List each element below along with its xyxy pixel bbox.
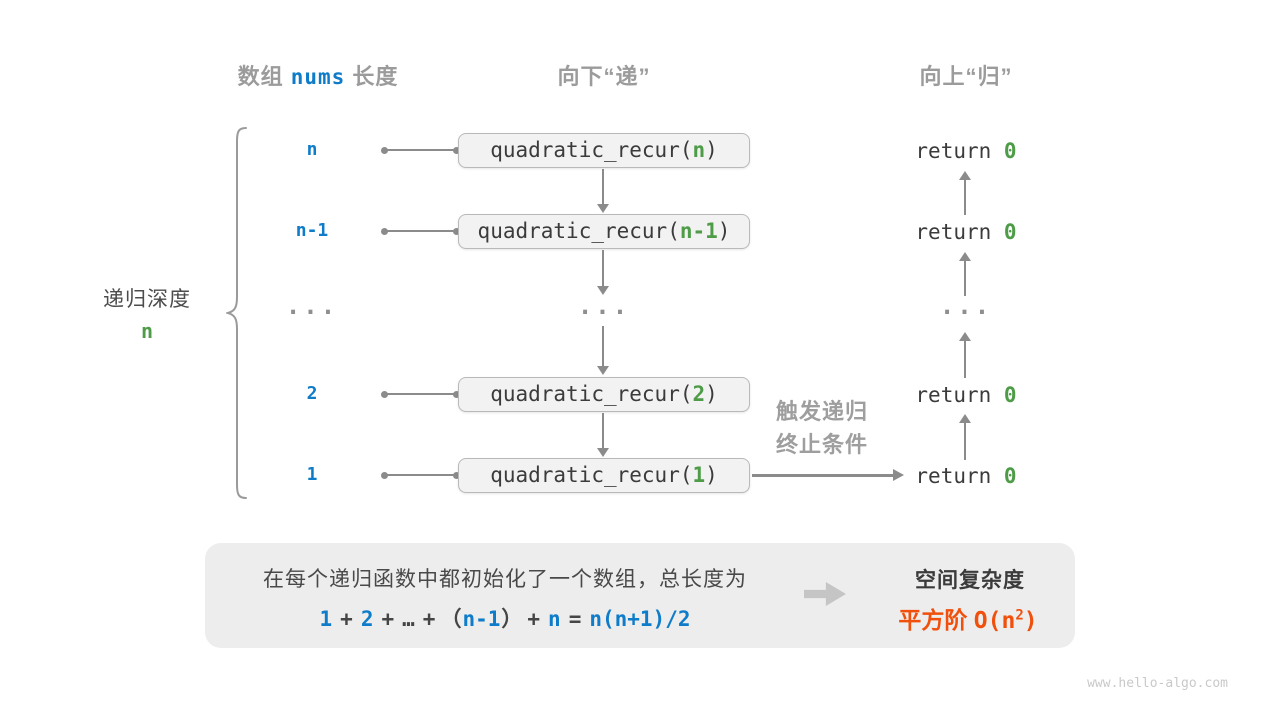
return-value: 0	[1003, 383, 1017, 407]
trigger-line2: 终止条件	[775, 432, 868, 457]
call-fn: quadratic_recur(	[477, 219, 680, 243]
trigger-note: 触发递归 终止条件	[742, 395, 902, 461]
arrow-right-icon	[752, 469, 904, 481]
call-arg: n	[692, 138, 706, 162]
formula-ellipsis: …	[402, 607, 415, 631]
big-o-exponent: 2	[1015, 607, 1024, 624]
formula-term: 2	[360, 607, 374, 631]
call-box: quadratic_recur(2)	[458, 377, 750, 412]
row-label: n	[306, 139, 318, 160]
return-statement: return 0	[866, 383, 1066, 407]
return-keyword: return	[915, 464, 1004, 488]
call-arg: 2	[692, 382, 706, 406]
header-ascend: 向上“归”	[919, 64, 1013, 89]
header-array-suffix: 长度	[352, 64, 399, 89]
arrow-down-icon	[597, 169, 609, 213]
formula-paren: （	[440, 608, 462, 631]
nums-variable: nums	[290, 65, 346, 89]
arrow-up-icon	[959, 414, 971, 460]
call-box: quadratic_recur(n)	[458, 133, 750, 168]
summary-panel	[205, 543, 1075, 648]
call-close: )	[717, 219, 731, 243]
ellipsis: ...	[577, 292, 631, 320]
call-arg: n-1	[679, 219, 718, 243]
row-label: n-1	[295, 220, 329, 241]
formula-operator: +	[340, 607, 353, 631]
arrow-up-icon	[959, 252, 971, 296]
call-fn: quadratic_recur(	[490, 382, 693, 406]
row-label: 1	[306, 464, 318, 485]
connector-line	[381, 227, 460, 235]
formula-equals: =	[568, 607, 582, 631]
trigger-line1: 触发递归	[775, 399, 868, 424]
header-array-prefix: 数组	[237, 64, 284, 89]
summary-text: 在每个递归函数中都初始化了一个数组，总长度为	[263, 568, 747, 591]
call-close: )	[705, 382, 718, 406]
recursion-depth-label: 递归深度	[103, 288, 191, 311]
call-fn: quadratic_recur(	[490, 463, 693, 487]
header-descend: 向下“递”	[557, 64, 651, 89]
formula-paren: ）	[501, 608, 523, 631]
formula-term: n	[548, 607, 561, 631]
return-value: 0	[1003, 220, 1017, 244]
arrow-down-icon	[597, 250, 609, 295]
call-arg: 1	[692, 463, 706, 487]
return-value: 0	[1003, 464, 1017, 488]
return-keyword: return	[915, 220, 1004, 244]
big-o-notation: O(n2)	[973, 607, 1038, 634]
arrow-up-icon	[959, 332, 971, 378]
formula-operator: +	[381, 607, 395, 631]
formula-term: 1	[319, 607, 333, 631]
row-label: 2	[306, 383, 318, 404]
ellipsis: ...	[285, 292, 339, 320]
formula-result: n(n+1)/2	[589, 607, 691, 631]
call-box: quadratic_recur(1)	[458, 458, 750, 493]
space-complexity-value: 平方阶 O(n2)	[858, 601, 1078, 635]
big-o-post: )	[1023, 608, 1038, 634]
arrow-down-icon	[597, 413, 609, 457]
formula-operator: +	[527, 607, 541, 631]
return-statement: return 0	[866, 220, 1066, 244]
ellipsis: ...	[939, 292, 993, 320]
call-close: )	[705, 463, 718, 487]
return-statement: return 0	[866, 464, 1066, 488]
connector-line	[381, 390, 460, 398]
brace-icon	[226, 127, 247, 499]
arrow-up-icon	[959, 171, 971, 215]
complexity-order-label: 平方阶	[898, 607, 974, 633]
formula-term: n-1	[462, 607, 501, 631]
connector-line	[381, 146, 460, 154]
return-statement: return 0	[866, 139, 1066, 163]
return-keyword: return	[915, 139, 1004, 163]
call-box: quadratic_recur(n-1)	[458, 214, 750, 249]
arrow-down-icon	[597, 326, 609, 375]
return-value: 0	[1003, 139, 1017, 163]
call-fn: quadratic_recur(	[490, 138, 693, 162]
return-keyword: return	[915, 383, 1004, 407]
call-close: )	[705, 138, 718, 162]
watermark: www.hello-algo.com	[1087, 676, 1228, 691]
connector-line	[381, 471, 460, 479]
summary-formula: 1+2+…+（n-1）+n=n(n+1)/2	[225, 603, 785, 633]
formula-operator: +	[422, 607, 436, 631]
big-o-pre: O(n	[973, 608, 1016, 634]
header-array-length: 数组 nums 长度	[208, 59, 428, 91]
recursion-depth-value: n	[140, 319, 154, 343]
space-complexity-title: 空间复杂度	[915, 569, 1025, 592]
